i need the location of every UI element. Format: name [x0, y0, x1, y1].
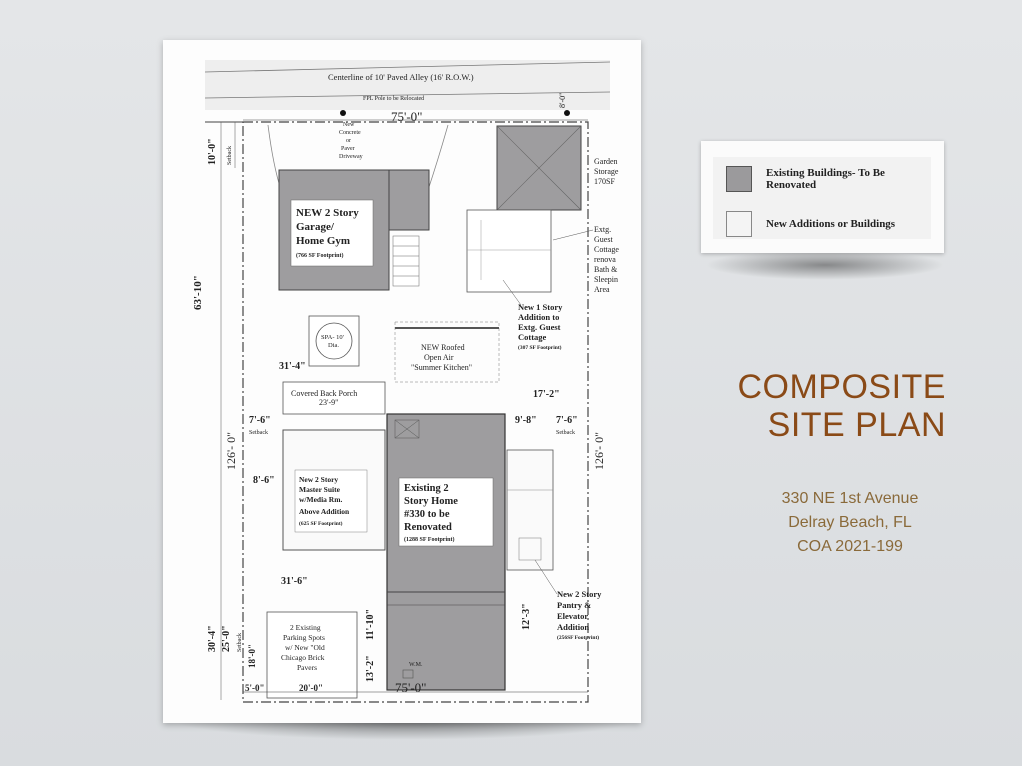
site-plan-drawing: Centerline of 10' Paved Alley (16' R.O.W… — [192, 60, 621, 703]
title-line-2: SITE PLAN — [767, 406, 946, 444]
pole-icon — [564, 110, 570, 116]
pantry-label: New 2 Story Pantry & Elevator Addition — [557, 589, 604, 632]
master-label-box — [294, 469, 368, 533]
pantry-addition — [506, 449, 554, 571]
alley-label: Centerline of 10' Paved Alley (16' R.O.W… — [328, 72, 474, 82]
legend-label-new: New Additions or Buildings — [766, 218, 896, 230]
dim-25-0: 25'-0" — [221, 625, 232, 652]
legend-swatch-new — [726, 211, 752, 237]
setback-right: Setback — [556, 430, 575, 436]
dim-top: 75'-0" — [391, 109, 422, 124]
dim-17-2: 17'-2" — [533, 389, 560, 400]
dim-31-4: 31'-4" — [279, 361, 306, 372]
summer-kitchen — [394, 321, 500, 383]
address-block: 330 NE 1st Avenue Delray Beach, FL COA 2… — [760, 487, 940, 559]
water-meter-label: W.M. — [409, 662, 423, 668]
water-meter-icon — [402, 669, 414, 679]
existing-footprint: (1288 SF Footprint) — [404, 536, 454, 543]
setback-top: Setback — [227, 146, 233, 165]
porch-label: Covered Back Porch 23'-9" — [291, 389, 359, 407]
cottage-label: Extg. Guest Cottage renova Bath & Sleepi… — [594, 225, 621, 294]
dim-31-6: 31'-6" — [281, 576, 308, 587]
garden-label: Garden Storage 170SF — [594, 157, 620, 186]
setback-left: Setback — [249, 430, 268, 436]
legend-inner: Existing Buildings- To Be Renovated New … — [713, 157, 931, 239]
dim-30-4: 30'-4" — [207, 625, 218, 652]
dim-11-10: 11'-10" — [365, 609, 376, 640]
garage-label: NEW 2 Story Garage/ Home Gym — [296, 207, 362, 247]
existing-home — [386, 413, 506, 691]
master-label: New 2 Story Master Suite w/Media Rm. Abo… — [299, 475, 350, 516]
legend-swatch-existing — [726, 166, 752, 192]
dim-7-6-right: 7'-6" — [556, 415, 578, 426]
title-line-1: COMPOSITE — [737, 368, 946, 406]
legend-shadow — [705, 250, 945, 280]
legend-row-existing: Existing Buildings- To Be Renovated — [726, 166, 926, 192]
covered-porch — [282, 381, 386, 415]
pantry-footprint: (256SF Footprint) — [557, 634, 599, 641]
summer-kitchen-label: NEW Roofed Open Air "Summer Kitchen" — [411, 343, 472, 372]
fpl-label: FPL Pole to be Relocated — [363, 96, 424, 102]
garage-label-box — [290, 199, 374, 267]
cottage-addition-footprint: (307 SF Footprint) — [518, 344, 562, 351]
dim-12-3: 12'-3" — [521, 603, 532, 630]
dim-63-10: 63'-10" — [192, 275, 204, 310]
parking-area — [266, 611, 358, 699]
address-line-3: COA 2021-199 — [797, 538, 903, 555]
legend-label-existing: Existing Buildings- To Be Renovated — [766, 167, 885, 191]
dim-18-0: 18'-0" — [247, 644, 257, 668]
dim-9-8: 9'-8" — [515, 415, 537, 426]
dim-13-2: 13'-2" — [365, 655, 376, 682]
property-line — [242, 121, 589, 703]
legend-row-new: New Additions or Buildings — [726, 211, 926, 237]
dim-10-0: 10'-0" — [207, 138, 218, 165]
dim-20-0: 20'-0" — [299, 683, 323, 693]
address-line-1: 330 NE 1st Avenue — [781, 490, 919, 507]
cottage-addition-label: New 1 Story Addition to Extg. Guest Cott… — [518, 302, 565, 342]
existing-label-box — [398, 477, 494, 547]
spa-icon — [315, 322, 353, 360]
dim-5-0: 5'-0" — [245, 683, 265, 693]
garage-footprint: (766 SF Footprint) — [296, 252, 343, 259]
page-title: COMPOSITE SITE PLAN — [737, 368, 946, 444]
spa-label: SPA- 10' Dia. — [321, 334, 345, 349]
existing-label: Existing 2 Story Home #330 to be Renovat… — [404, 483, 461, 533]
alley-band — [205, 60, 610, 110]
address-line-2: Delray Beach, FL — [788, 514, 912, 531]
dim-7-6-left: 7'-6" — [249, 415, 271, 426]
fpl-pole-icon — [340, 110, 346, 116]
legend: Existing Buildings- To Be Renovated New … — [701, 141, 944, 253]
dim-8-6: 8'-6" — [253, 475, 275, 486]
dim-126-right: 126'- 0" — [592, 432, 606, 470]
dim-bottom: 75'-0" — [395, 680, 426, 695]
parking-label: 2 Existing Parking Spots w/ New "Old Chi… — [281, 623, 327, 672]
guest-cottage — [466, 209, 552, 293]
driveway-label: New Concrete or Paver Driveway — [339, 122, 363, 160]
garage-stairs — [392, 235, 420, 287]
dim-8-0: 8'-0" — [558, 93, 567, 108]
site-plan-sheet: Centerline of 10' Paved Alley (16' R.O.W… — [163, 40, 641, 723]
dim-126-left: 126'- 0" — [224, 432, 238, 470]
master-footprint: (625 SF Footprint) — [299, 520, 343, 527]
setback-bottom: Setback — [237, 633, 243, 652]
